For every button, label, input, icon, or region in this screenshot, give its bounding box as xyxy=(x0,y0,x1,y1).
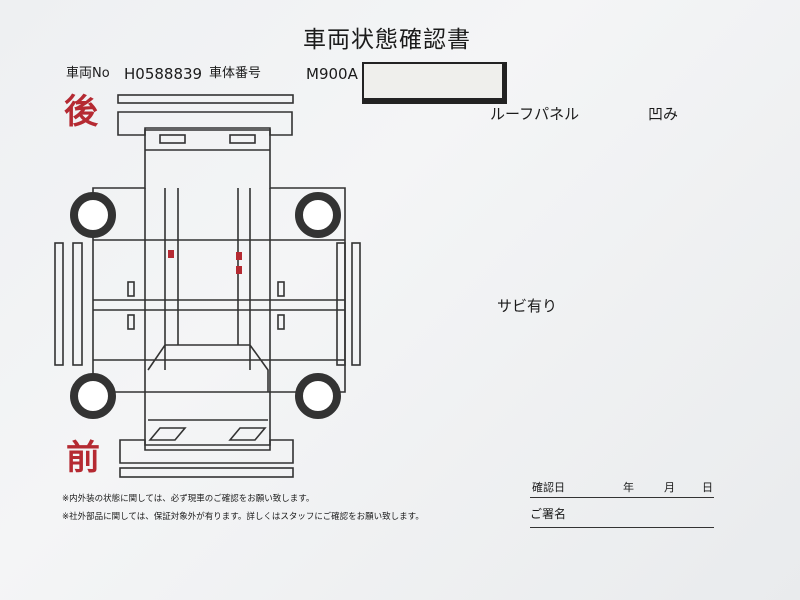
dent-note: 凹み xyxy=(648,105,679,123)
damage-mark xyxy=(236,252,242,260)
footer-note-1: ※内外装の状態に関しては、必ず現車のご確認をお願い致します。 xyxy=(62,494,315,504)
left-side-skirt xyxy=(72,242,83,366)
roof-panel-note: ルーフパネル xyxy=(490,105,580,123)
door-handle xyxy=(127,281,135,297)
document-title: 車両状態確認書 xyxy=(303,27,471,53)
vehicle-no: H0588839 xyxy=(124,65,203,83)
confirm-date-label: 確認日 xyxy=(532,481,565,494)
headlights xyxy=(148,427,267,441)
right-side-skirt xyxy=(336,242,346,366)
front-bumper-bar xyxy=(119,467,294,478)
door-handle xyxy=(277,314,285,330)
rear-light xyxy=(229,134,256,144)
door-handle xyxy=(127,314,135,330)
footer-note-2: ※社外部品に関しては、保証対象外が有ります。詳しくはスタッフにご確認をお願い致し… xyxy=(62,512,424,522)
rear-bumper-bar xyxy=(117,94,294,104)
front-label: 前 xyxy=(66,438,100,478)
chassis-no: M900A xyxy=(306,65,358,83)
wheel-icon xyxy=(295,373,341,419)
redaction-sticker xyxy=(362,62,507,104)
wheel-icon xyxy=(70,192,116,238)
wheel-icon xyxy=(70,373,116,419)
vehicle-no-label: 車両No xyxy=(66,66,110,81)
wheel-icon xyxy=(295,192,341,238)
damage-mark xyxy=(236,266,242,274)
signature-field: ご署名 xyxy=(530,507,714,528)
day-label: 日 xyxy=(702,481,713,494)
front-bumper xyxy=(119,439,294,464)
door-handle xyxy=(277,281,285,297)
rear-light xyxy=(159,134,186,144)
signature-label: ご署名 xyxy=(530,507,567,521)
month-label: 月 xyxy=(664,481,675,494)
rear-bumper xyxy=(117,111,293,136)
damage-mark xyxy=(168,250,174,258)
confirm-date-field: 確認日 年 月 日 xyxy=(530,481,714,498)
left-side-step xyxy=(54,242,64,366)
chassis-no-label: 車体番号 xyxy=(209,66,262,81)
rust-note: サビ有り xyxy=(497,297,558,315)
year-label: 年 xyxy=(623,481,634,494)
right-side-step xyxy=(351,242,361,366)
rear-label: 後 xyxy=(64,92,98,132)
